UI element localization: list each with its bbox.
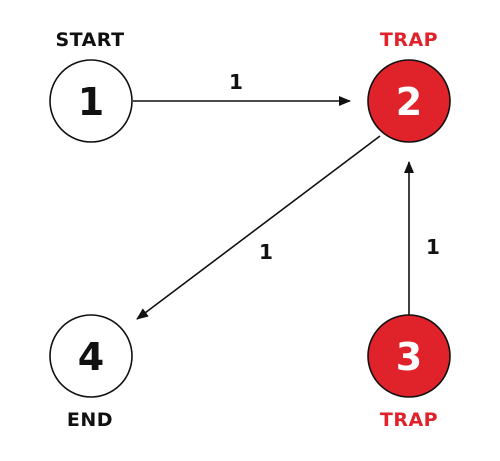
node-3-label: 3 [396, 335, 422, 379]
edge-2-to-4 [136, 135, 381, 320]
node-4: 4 [49, 314, 133, 398]
node-1: 1 [49, 59, 133, 143]
node-4-label: 4 [78, 335, 104, 379]
node-2: 2 [367, 59, 451, 143]
edge-1-to-2-weight: 1 [229, 70, 243, 94]
edge-3-to-2-weight: 1 [426, 235, 440, 259]
node-1-tag: START [55, 29, 124, 51]
node-3: 3 [367, 314, 451, 398]
edge-2-to-4-weight: 1 [259, 240, 273, 264]
node-4-tag: END [67, 409, 113, 431]
node-1-label: 1 [78, 80, 104, 124]
node-2-label: 2 [396, 80, 422, 124]
node-2-tag: TRAP [380, 29, 438, 51]
node-3-tag: TRAP [380, 409, 438, 431]
